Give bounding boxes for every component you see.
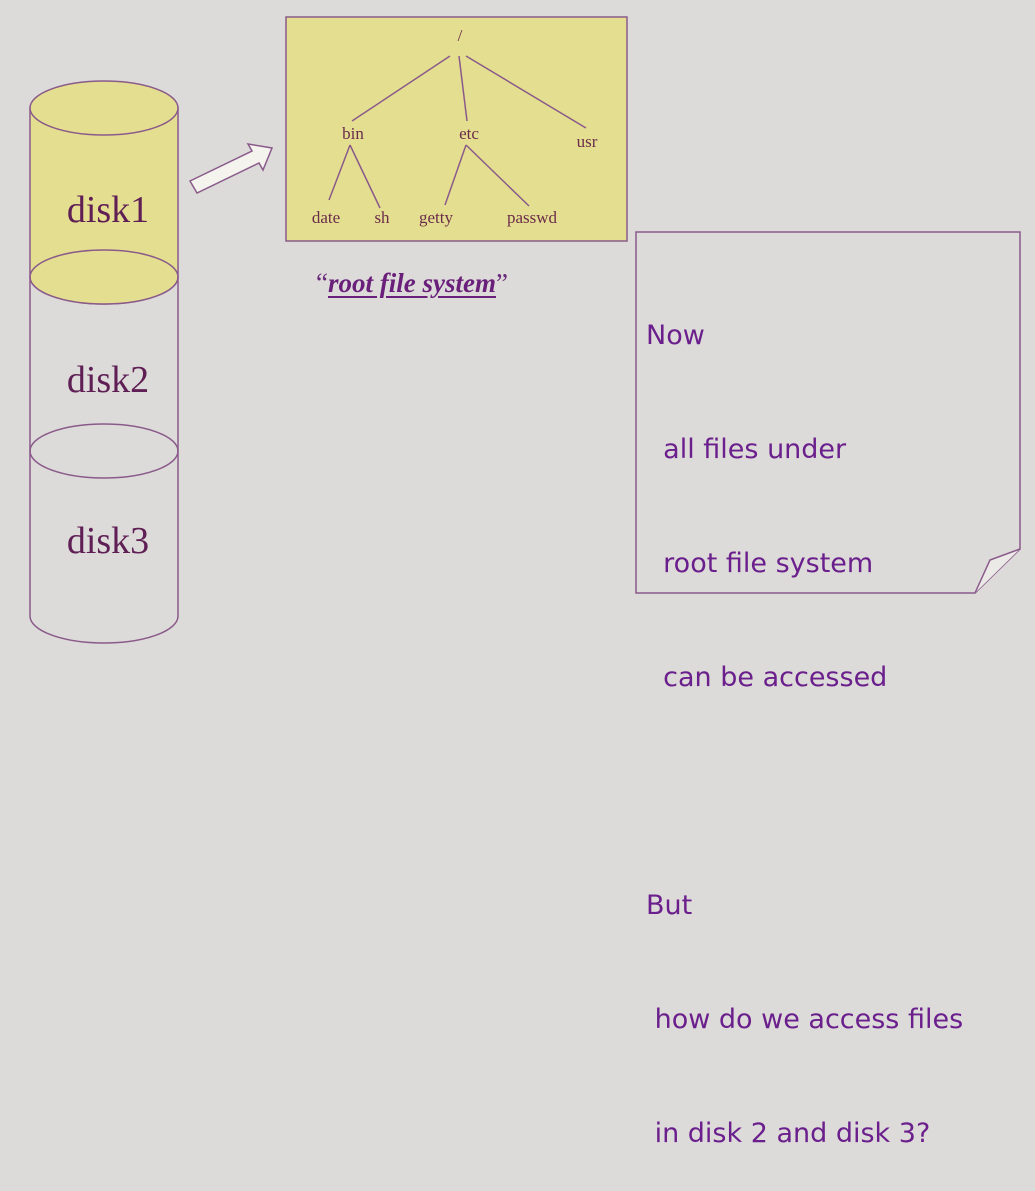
- tree-node-root: /: [458, 26, 463, 45]
- note-line: how do we access files: [646, 1001, 963, 1039]
- tree-node-sh: sh: [374, 208, 390, 227]
- arrow-icon: [190, 144, 272, 193]
- tree-node-date: date: [312, 208, 340, 227]
- disk3-label: disk3: [67, 520, 149, 562]
- tree-node-bin: bin: [342, 124, 364, 143]
- disk1-label: disk1: [67, 189, 149, 231]
- note-text: Now all files under root file system can…: [646, 241, 963, 1191]
- disk2-label: disk2: [67, 359, 149, 401]
- note-line: can be accessed: [646, 659, 963, 697]
- caption-close-quote: ”: [496, 268, 508, 298]
- note-line: But: [646, 887, 963, 925]
- disk1-bottom: [30, 250, 178, 304]
- note-line: root file system: [646, 545, 963, 583]
- note-line: Now: [646, 317, 963, 355]
- note-line: in disk 2 and disk 3?: [646, 1115, 963, 1153]
- caption-open-quote: “: [316, 268, 328, 298]
- note-line: ​: [646, 773, 963, 811]
- tree-node-passwd: passwd: [507, 208, 558, 227]
- root-file-system-caption: “root file system”: [316, 268, 576, 299]
- tree-node-getty: getty: [419, 208, 453, 227]
- tree-node-etc: etc: [459, 124, 479, 143]
- note-line: all files under: [646, 431, 963, 469]
- disk2-bottom: [30, 424, 178, 478]
- tree-node-usr: usr: [577, 132, 598, 151]
- disk1-top: [30, 81, 178, 135]
- caption-text: root file system: [328, 268, 496, 298]
